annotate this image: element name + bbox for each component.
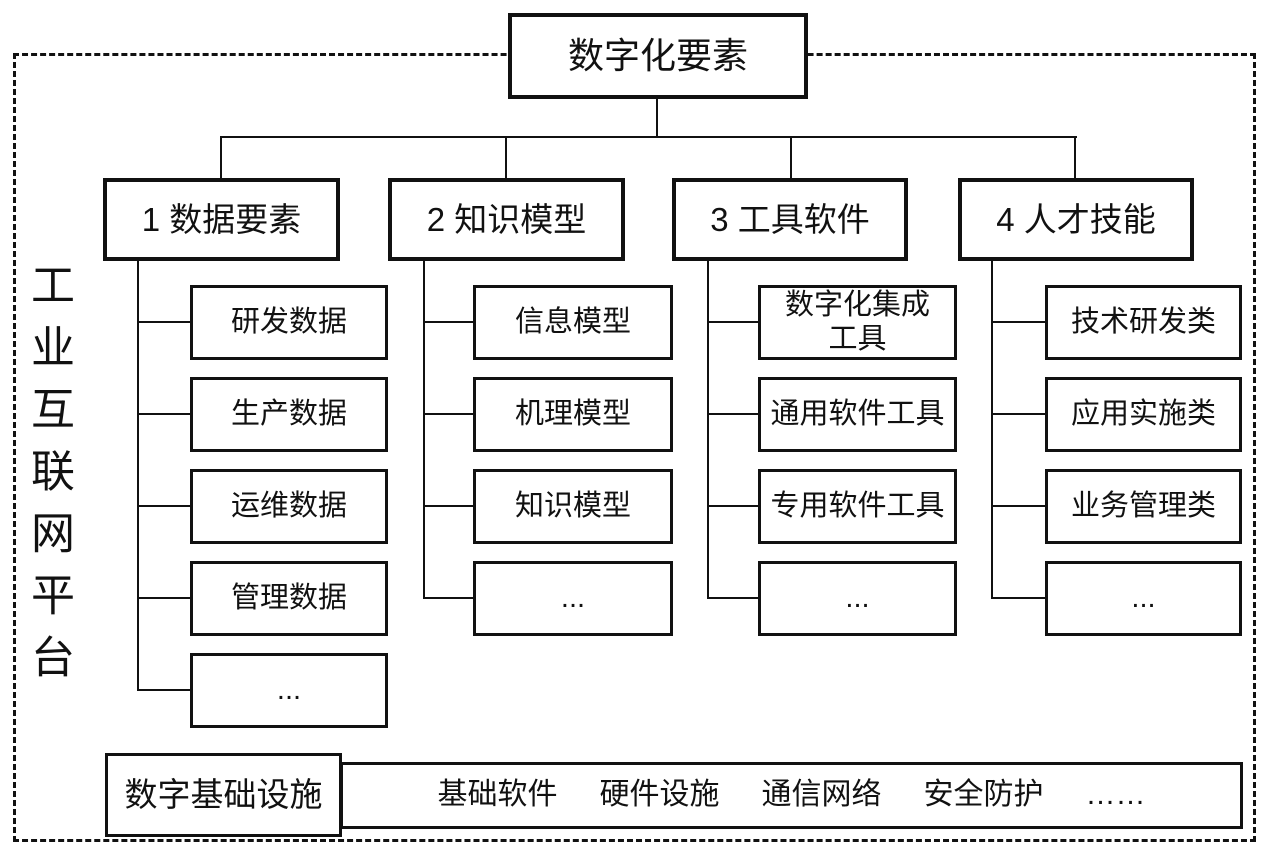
connector-leaf-stub (423, 505, 473, 507)
leaf-node: 通用软件工具 (758, 377, 957, 452)
connector-leaf-stub (991, 321, 1045, 323)
connector-leaf-stub (991, 413, 1045, 415)
connector-branch-drop (505, 136, 507, 179)
leaf-node: 业务管理类 (1045, 469, 1242, 544)
foundation-item: 通信网络 (761, 778, 882, 812)
leaf-node: ... (473, 561, 673, 636)
connector-leaf-stub (707, 413, 758, 415)
root-node: 数字化要素 (508, 13, 808, 99)
foundation-label: 数字基础设施 (105, 753, 342, 837)
leaf-node: 知识模型 (473, 469, 673, 544)
leaf-node: 生产数据 (190, 377, 388, 452)
connector-column-spine (991, 259, 993, 599)
platform-side-label: 工业互联网平台 (24, 262, 73, 696)
leaf-node: ... (190, 653, 388, 728)
foundation-item: 安全防护 (923, 778, 1044, 812)
branch-node-data: 1 数据要素 (103, 178, 340, 261)
connector-leaf-stub (137, 689, 190, 691)
branch-node-knowledge: 2 知识模型 (388, 178, 625, 261)
connector-leaf-stub (137, 321, 190, 323)
foundation-items: 基础软件 硬件设施 通信网络 安全防护 …… (340, 762, 1243, 829)
branch-node-tools: 3 工具软件 (672, 178, 908, 261)
connector-leaf-stub (423, 597, 473, 599)
branch-node-talent: 4 人才技能 (958, 178, 1194, 261)
leaf-node: 数字化集成 工具 (758, 285, 957, 360)
leaf-node: ... (1045, 561, 1242, 636)
leaf-node: 管理数据 (190, 561, 388, 636)
connector-branch-drop (220, 136, 222, 179)
foundation-item: 基础软件 (437, 778, 558, 812)
connector-leaf-stub (423, 413, 473, 415)
connector-leaf-stub (137, 597, 190, 599)
leaf-node: 运维数据 (190, 469, 388, 544)
leaf-node: 技术研发类 (1045, 285, 1242, 360)
leaf-node: ... (758, 561, 957, 636)
leaf-node: 信息模型 (473, 285, 673, 360)
connector-column-spine (707, 259, 709, 599)
connector-leaf-stub (137, 505, 190, 507)
leaf-node: 机理模型 (473, 377, 673, 452)
connector-leaf-stub (707, 597, 758, 599)
foundation-item: …… (1085, 778, 1146, 812)
connector-leaf-stub (991, 597, 1045, 599)
connector-branch-drop (1074, 136, 1076, 179)
connector-leaf-stub (137, 413, 190, 415)
connector-column-spine (137, 259, 139, 691)
foundation-item: 硬件设施 (599, 778, 720, 812)
connector-leaf-stub (991, 505, 1045, 507)
leaf-node: 专用软件工具 (758, 469, 957, 544)
connector-root-stem (656, 97, 658, 138)
connector-column-spine (423, 259, 425, 599)
leaf-node: 研发数据 (190, 285, 388, 360)
connector-leaf-stub (707, 321, 758, 323)
connector-leaf-stub (707, 505, 758, 507)
connector-leaf-stub (423, 321, 473, 323)
leaf-node: 应用实施类 (1045, 377, 1242, 452)
connector-branch-drop (790, 136, 792, 179)
connector-bus (220, 136, 1077, 138)
